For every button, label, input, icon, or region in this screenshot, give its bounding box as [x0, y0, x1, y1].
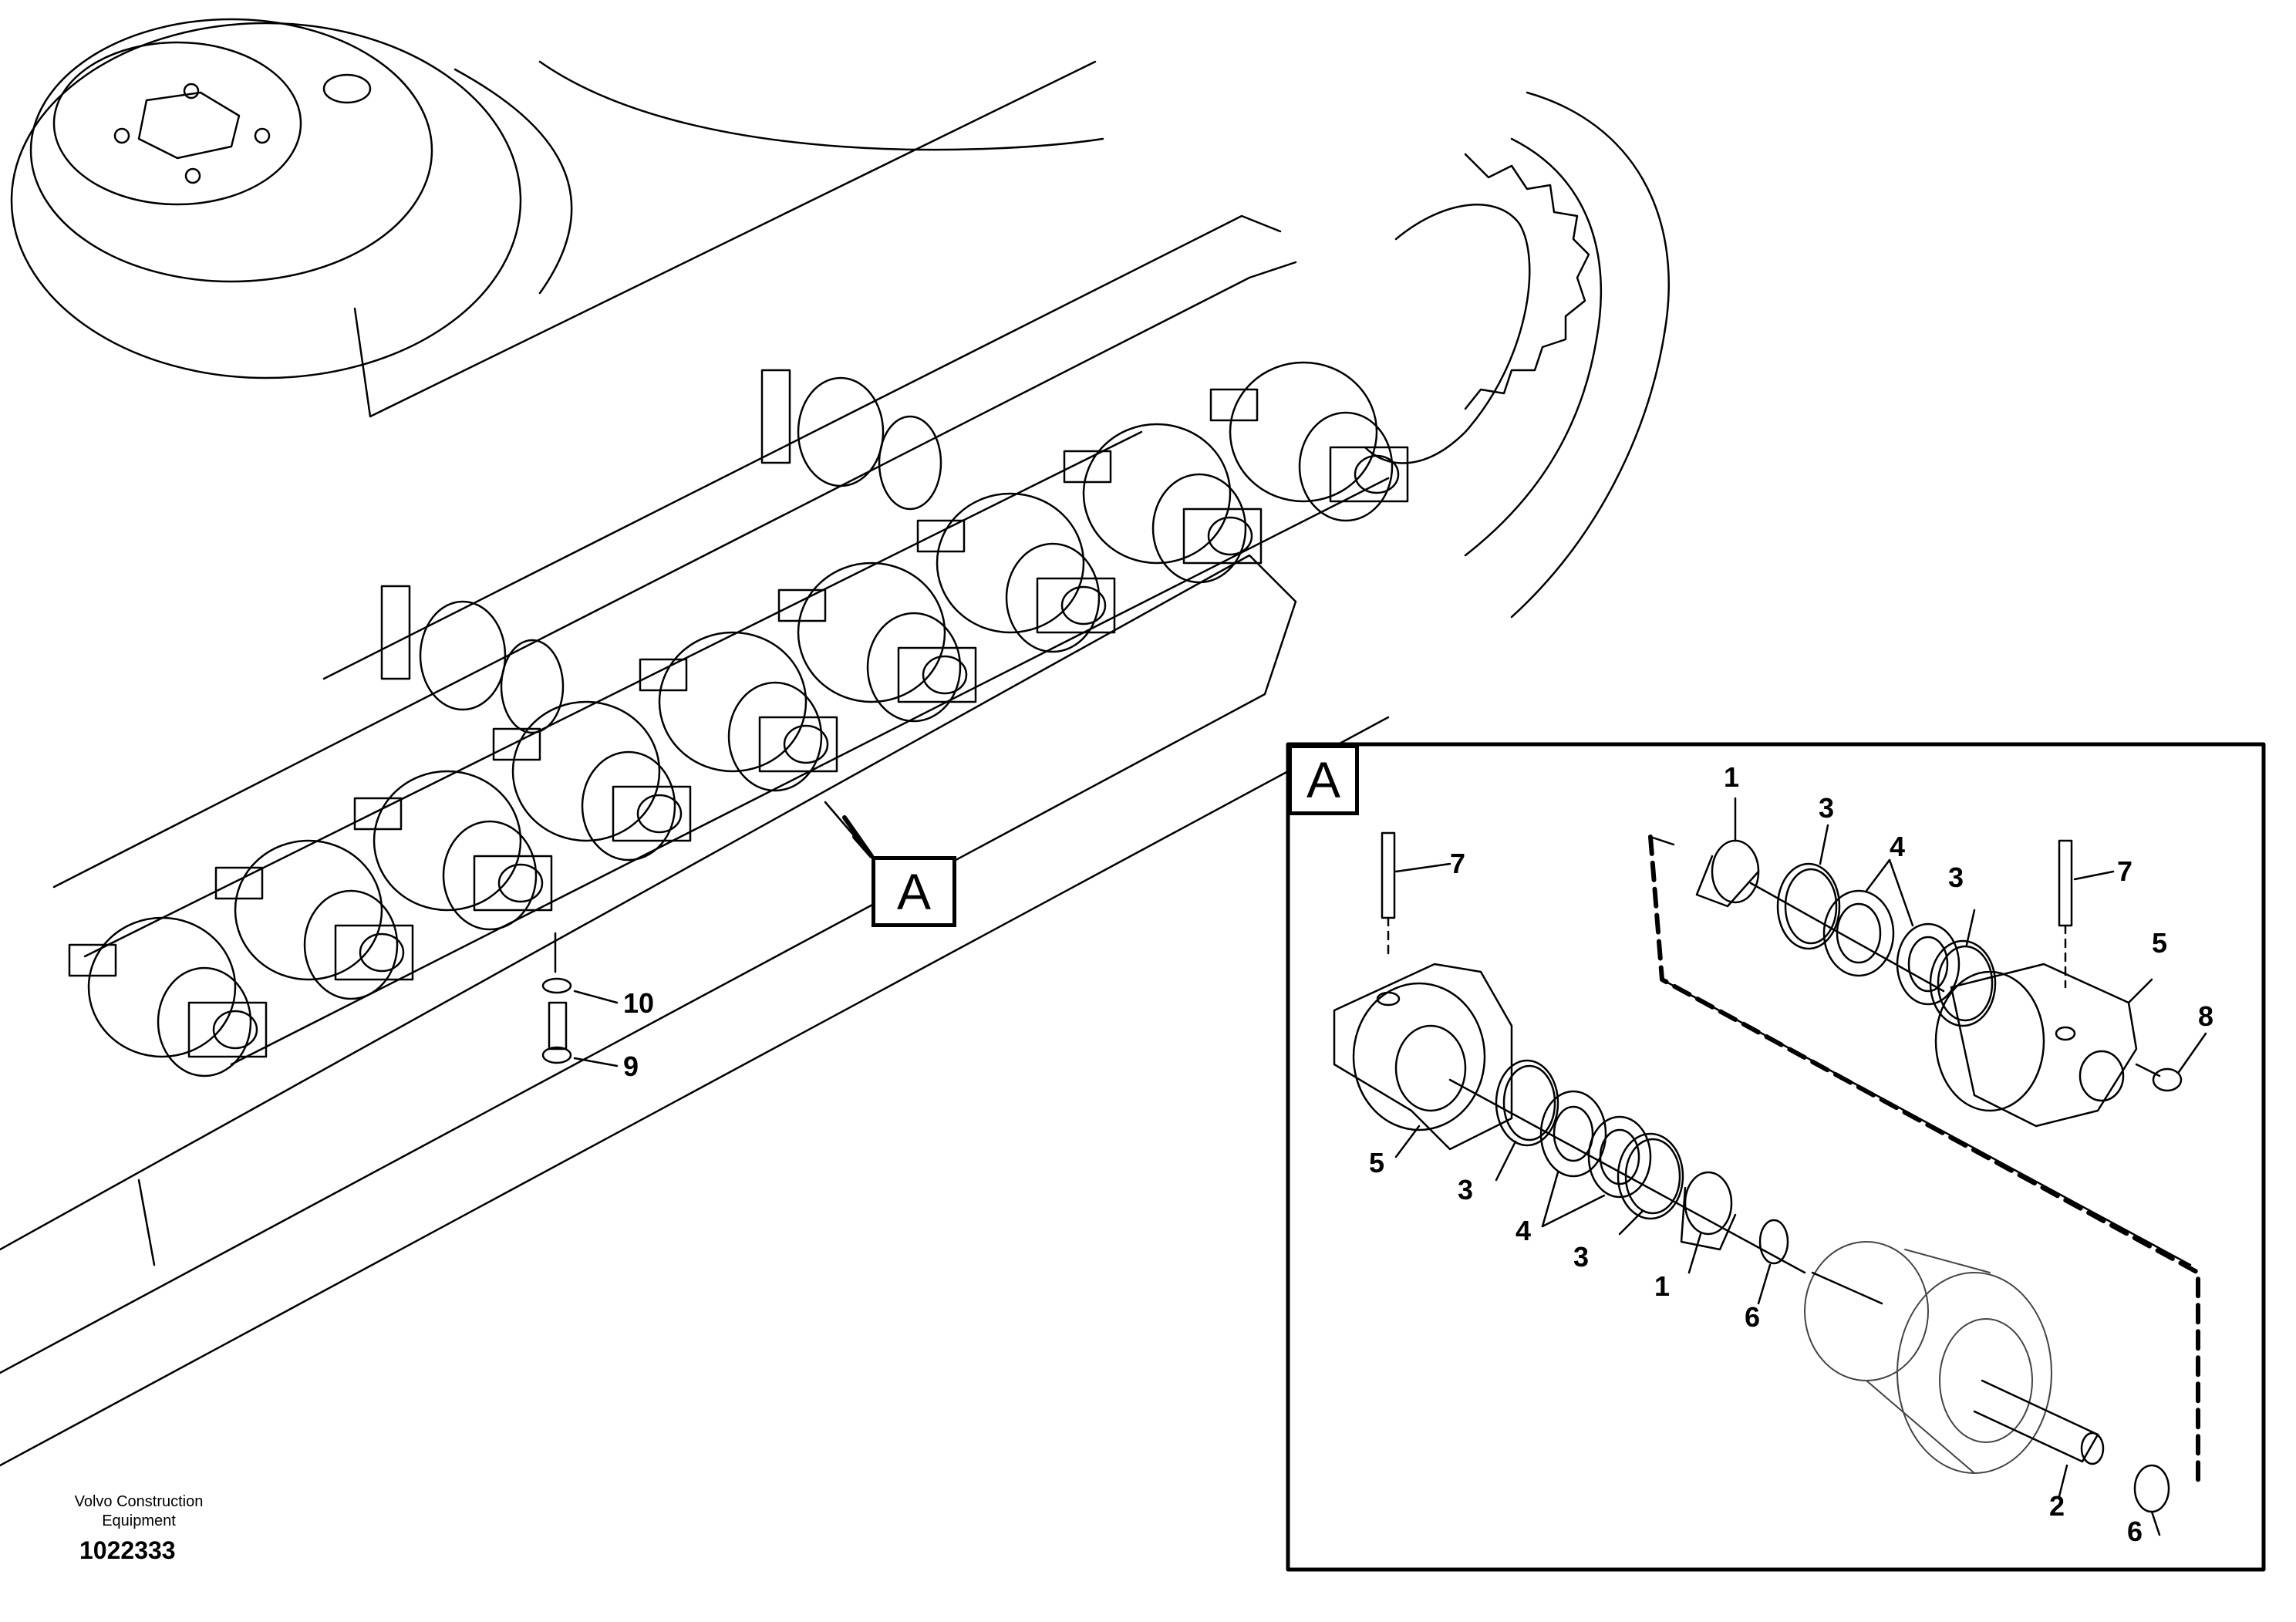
detail-dashed-bracket — [1648, 835, 2200, 1483]
callout-3-upper-a: 3 — [1819, 792, 1835, 824]
callout-4-lower: 4 — [1515, 1215, 1532, 1246]
carrier-roller-lower — [380, 585, 565, 734]
callout-6-lower: 6 — [1745, 1301, 1761, 1333]
publisher-line-2: Equipment — [102, 1512, 176, 1529]
callout-7-left: 7 — [1450, 848, 1466, 879]
pin-right — [2058, 839, 2115, 989]
callout-3-lower-a: 3 — [1458, 1174, 1474, 1206]
track-rollers-row — [68, 361, 1409, 1077]
callout-10: 10 — [623, 987, 655, 1019]
pin-left — [1381, 831, 1451, 958]
callout-5-left: 5 — [1369, 1147, 1385, 1179]
detail-frame — [1286, 742, 2266, 1572]
detail-view-label: A — [1288, 744, 1359, 815]
callout-7-right: 7 — [2117, 855, 2133, 887]
carrier-roller-upper — [760, 369, 942, 511]
plug — [2135, 1032, 2207, 1092]
callout-4-upper: 4 — [1890, 831, 1906, 862]
publisher-label: Volvo Construction Equipment — [46, 1492, 231, 1531]
housing-left — [1333, 963, 1513, 1158]
upper-exploded-row — [1695, 797, 1997, 1027]
callout-1-upper: 1 — [1724, 761, 1740, 793]
track-frame-outline — [0, 60, 1670, 1467]
track-roller-detail — [1804, 1241, 2052, 1474]
callout-5-right: 5 — [2152, 927, 2168, 959]
callout-8: 8 — [2198, 1000, 2214, 1032]
callout-1-lower: 1 — [1654, 1270, 1671, 1302]
bolt-and-washer — [541, 932, 619, 1067]
callout-2: 2 — [2049, 1490, 2065, 1522]
lower-exploded-row — [1448, 1059, 1806, 1305]
detail-reference-marker: A — [872, 856, 956, 927]
publisher-line-1: Volvo Construction — [74, 1493, 204, 1510]
callout-6-right: 6 — [2127, 1516, 2143, 1547]
slewing-ring — [10, 18, 522, 379]
roller-shaft — [1811, 1271, 2170, 1536]
drive-sprocket — [1364, 153, 1590, 464]
callout-3-upper-b: 3 — [1948, 862, 1964, 893]
marker-a-leader — [824, 801, 874, 858]
callout-3-lower-b: 3 — [1573, 1241, 1590, 1273]
callout-9: 9 — [623, 1050, 639, 1082]
housing-right — [1934, 963, 2153, 1128]
document-number: 1022333 — [79, 1536, 176, 1564]
